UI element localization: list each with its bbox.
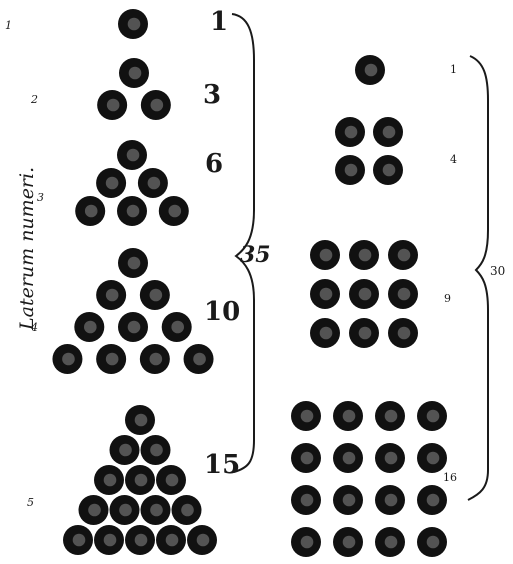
tri-dot-5-3-1-texture: [119, 504, 132, 517]
triangular-number-6: 6: [205, 149, 223, 179]
sq-dot-3-2-0-texture: [320, 327, 333, 340]
tri-dot-5-3-3-texture: [181, 504, 194, 517]
sq-dot-4-1-0-texture: [301, 452, 314, 465]
sq-dot-3-0-0-texture: [320, 249, 333, 262]
sq-dot-1-0-0-texture: [365, 64, 378, 77]
sq-dot-4-1-1-texture: [343, 452, 356, 465]
tri-dot-4-1-0-texture: [106, 289, 119, 302]
sq-dot-4-0-0-texture: [301, 410, 314, 423]
sq-dot-3-2-2-texture: [398, 327, 411, 340]
tri-dot-4-3-2-texture: [150, 353, 163, 366]
row-number-4: 4: [30, 321, 38, 334]
square-dot-figures: [291, 55, 447, 557]
tri-dot-5-1-1-texture: [150, 444, 163, 457]
tri-dot-3-2-2-texture: [169, 205, 182, 218]
tri-dot-4-3-1-texture: [106, 353, 119, 366]
square-number-16: 16: [443, 471, 457, 484]
tri-dot-4-3-3-texture: [193, 353, 206, 366]
square-number-9: 9: [444, 292, 451, 305]
sq-dot-4-3-3-texture: [427, 536, 440, 549]
tri-dot-5-2-1-texture: [135, 474, 148, 487]
sq-dot-2-1-0-texture: [345, 164, 358, 177]
tri-dot-5-4-3-texture: [166, 534, 179, 547]
sq-dot-3-0-2-texture: [398, 249, 411, 262]
tri-dot-3-1-0-texture: [106, 177, 119, 190]
square-brace: [468, 56, 488, 500]
tri-dot-5-4-1-texture: [104, 534, 117, 547]
sq-dot-4-3-2-texture: [385, 536, 398, 549]
sq-dot-4-1-2-texture: [385, 452, 398, 465]
sq-dot-4-2-2-texture: [385, 494, 398, 507]
tri-dot-5-4-4-texture: [197, 534, 210, 547]
tri-dot-4-0-0-texture: [128, 257, 141, 270]
triangular-number-15: 15: [204, 450, 240, 480]
triangular-number-3: 3: [203, 80, 221, 110]
triangular-number-1: 1: [210, 7, 228, 37]
sq-dot-4-0-1-texture: [343, 410, 356, 423]
sq-dot-3-0-1-texture: [359, 249, 372, 262]
tri-dot-3-0-0-texture: [127, 149, 140, 162]
tri-dot-5-4-0-texture: [73, 534, 86, 547]
sq-dot-4-1-3-texture: [427, 452, 440, 465]
sq-dot-2-0-0-texture: [345, 126, 358, 139]
square-number-4: 4: [450, 153, 457, 166]
tri-dot-2-0-0-texture: [129, 67, 142, 80]
tri-dot-5-3-0-texture: [88, 504, 101, 517]
sq-dot-3-2-1-texture: [359, 327, 372, 340]
sq-dot-3-1-1-texture: [359, 288, 372, 301]
tri-dot-4-3-0-texture: [62, 353, 75, 366]
sq-dot-3-1-2-texture: [398, 288, 411, 301]
sq-dot-4-0-3-texture: [427, 410, 440, 423]
sq-dot-4-2-1-texture: [343, 494, 356, 507]
tri-dot-5-1-0-texture: [119, 444, 132, 457]
sq-dot-4-2-0-texture: [301, 494, 314, 507]
tri-dot-4-2-1-texture: [128, 321, 141, 334]
tri-dot-3-2-0-texture: [85, 205, 98, 218]
sq-dot-4-2-3-texture: [427, 494, 440, 507]
tri-dot-5-2-0-texture: [104, 474, 117, 487]
sq-dot-2-1-1-texture: [383, 164, 396, 177]
tri-dot-5-0-0-texture: [135, 414, 148, 427]
tri-dot-4-2-0-texture: [84, 321, 97, 334]
sq-dot-2-0-1-texture: [383, 126, 396, 139]
sq-dot-4-0-2-texture: [385, 410, 398, 423]
sq-dot-4-3-0-texture: [301, 536, 314, 549]
tri-dot-5-3-2-texture: [150, 504, 163, 517]
tri-dot-5-4-2-texture: [135, 534, 148, 547]
row-number-1: 1: [5, 19, 12, 32]
square-number-1: 1: [450, 63, 457, 76]
triangular-dot-figures: [52, 9, 217, 555]
side-label: Laterum numeri.: [16, 167, 38, 331]
tri-dot-4-1-1-texture: [150, 289, 163, 302]
square-sum: 30: [490, 264, 505, 278]
tri-dot-3-2-1-texture: [127, 205, 140, 218]
row-number-3: 3: [37, 191, 44, 204]
tri-dot-2-1-0-texture: [107, 99, 120, 112]
sq-dot-3-1-0-texture: [320, 288, 333, 301]
tri-dot-4-2-2-texture: [171, 321, 184, 334]
triangular-sum: 35: [240, 242, 271, 268]
tri-dot-3-1-1-texture: [148, 177, 161, 190]
sq-dot-4-3-1-texture: [343, 536, 356, 549]
triangular-number-10: 10: [204, 297, 240, 327]
tri-dot-5-2-2-texture: [166, 474, 179, 487]
tri-dot-1-0-0-texture: [128, 18, 141, 31]
row-number-5: 5: [27, 496, 34, 509]
row-number-2: 2: [30, 93, 38, 106]
tri-dot-2-1-1-texture: [151, 99, 164, 112]
